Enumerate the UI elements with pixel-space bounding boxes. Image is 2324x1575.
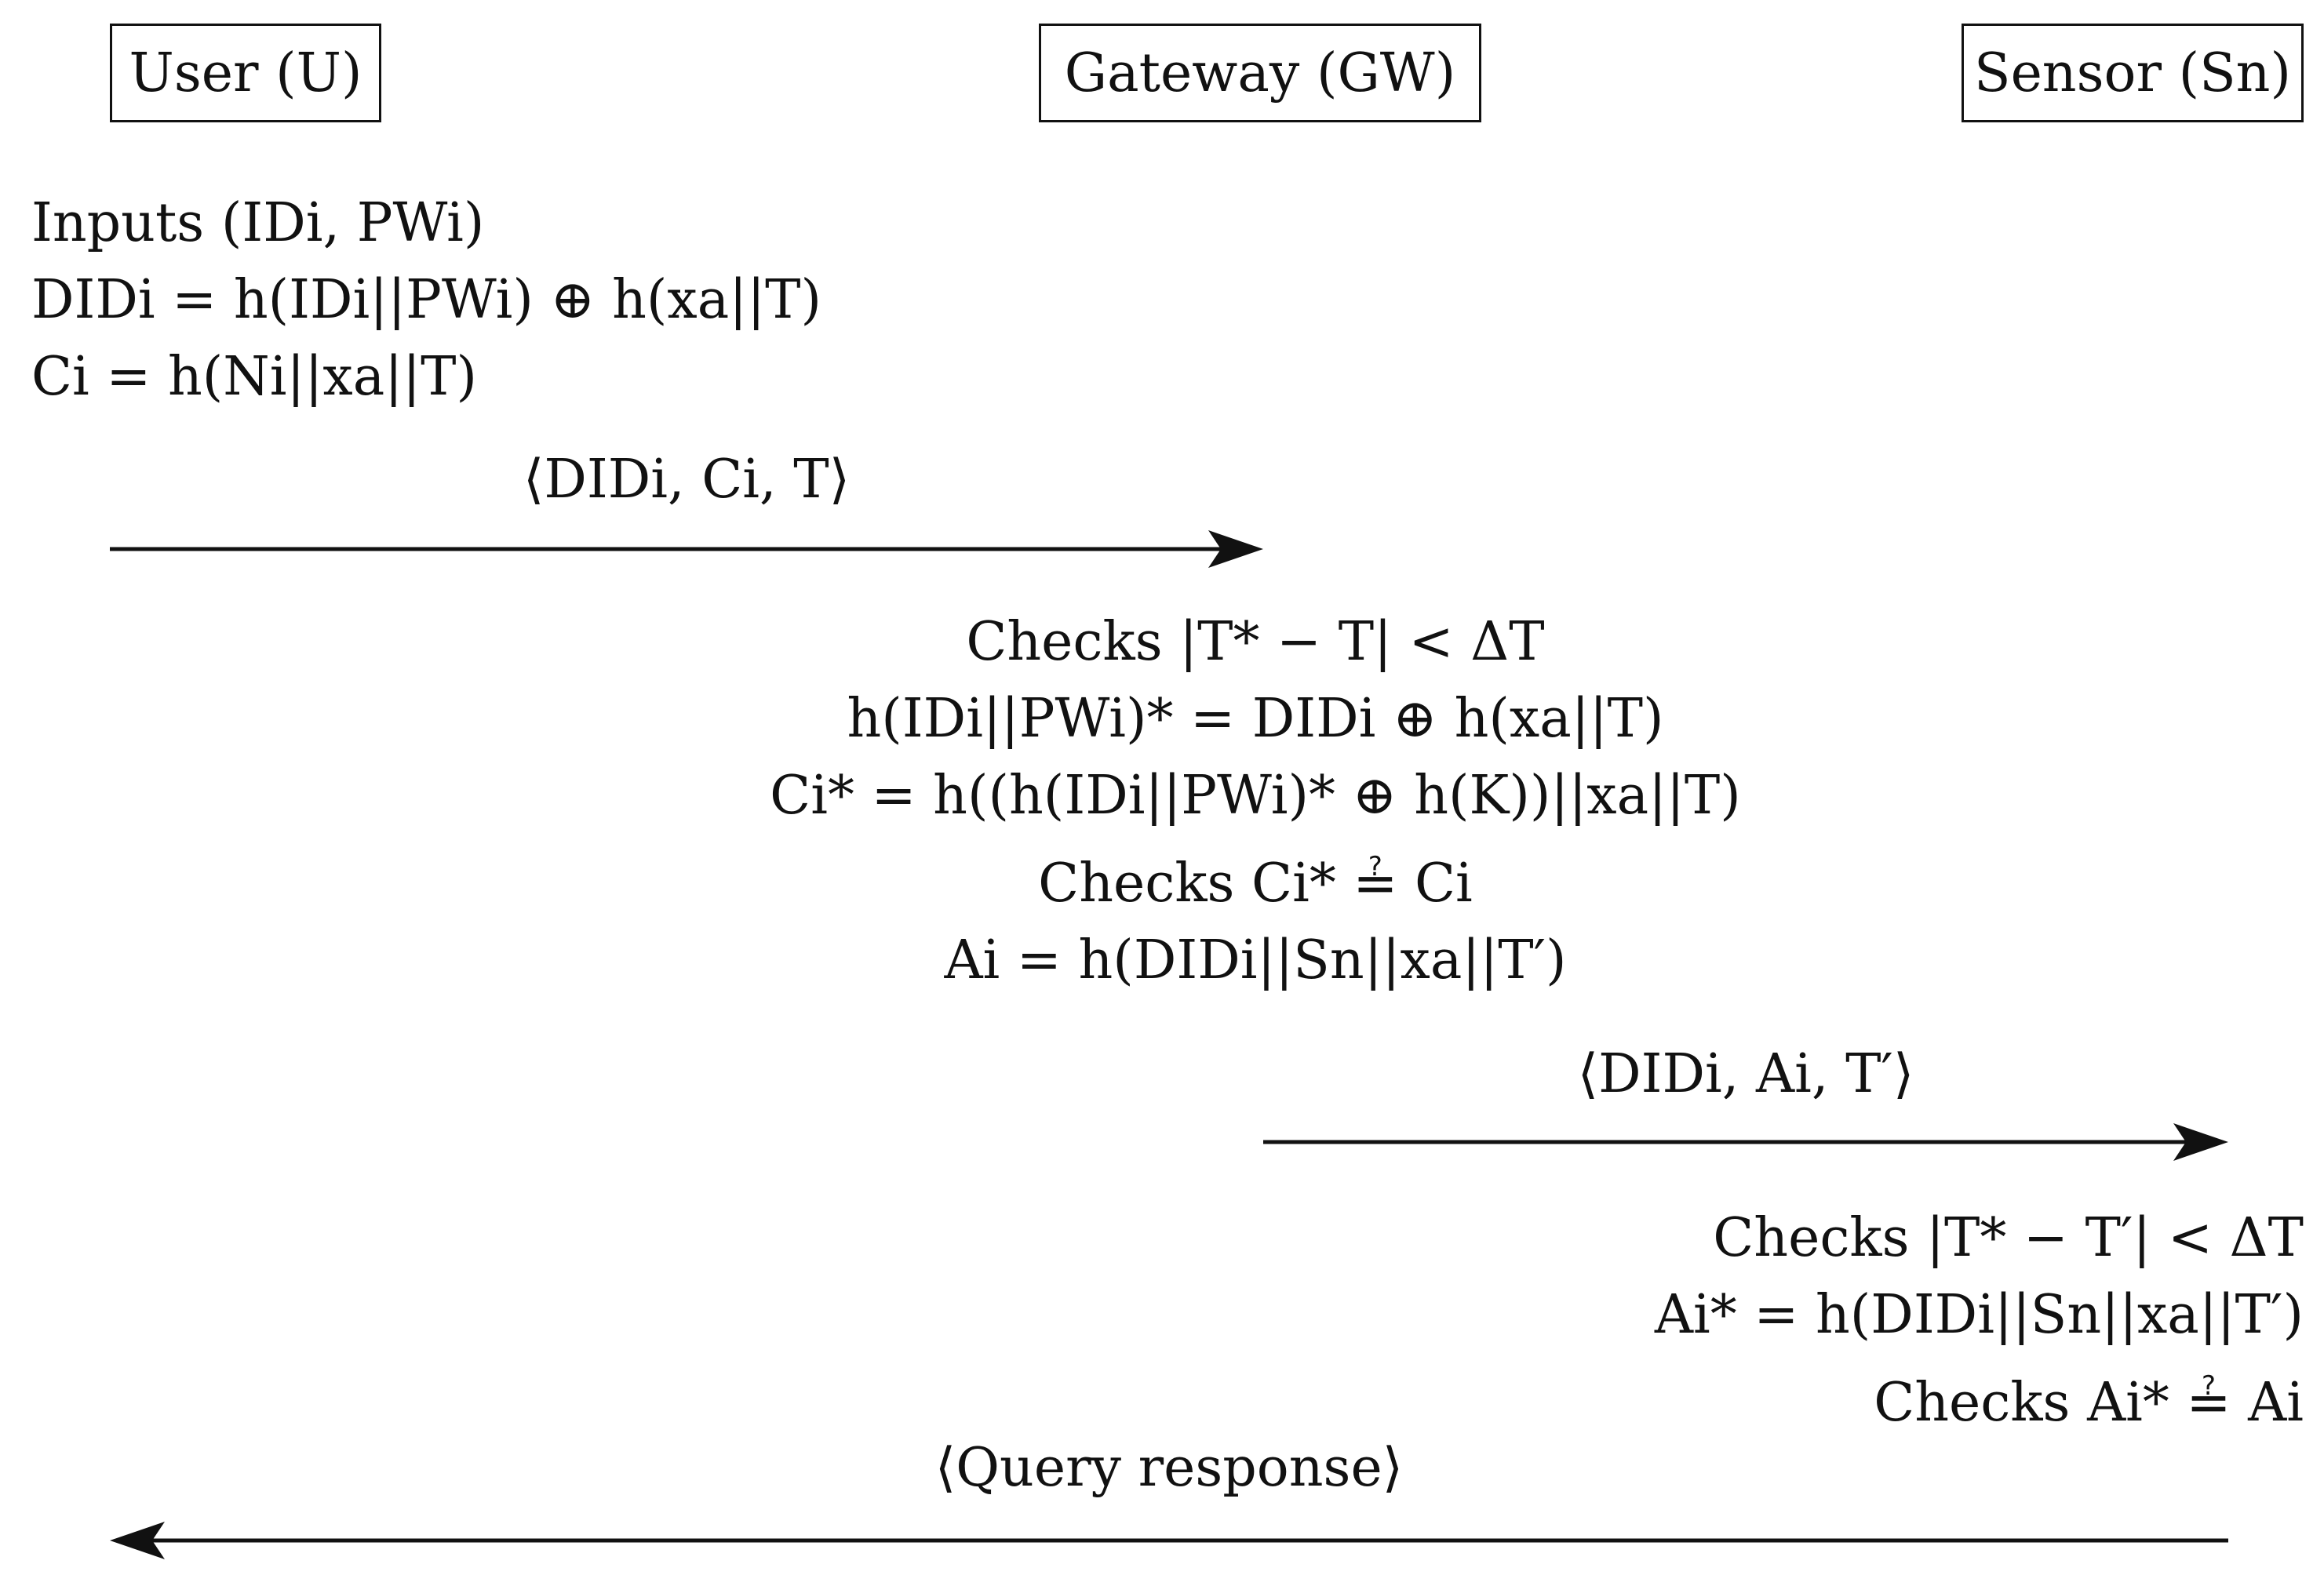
gateway-step-line: Checks |T* − T| < ΔT bbox=[966, 611, 1545, 673]
gateway-party-label: Gateway (GW) bbox=[1064, 42, 1456, 104]
user-step-line: DIDi = h(IDi||PWi) ⊕ h(xa||T) bbox=[31, 269, 821, 331]
user-party-box: User (U) bbox=[110, 24, 381, 122]
message-3-text: ⟨Query response⟩ bbox=[934, 1437, 1404, 1499]
message-2-text: ⟨DIDi, Ai, T′⟩ bbox=[1577, 1043, 1914, 1105]
user-step-line: Ci = h(Ni||xa||T) bbox=[31, 346, 477, 408]
arrow-gateway-to-sensor bbox=[1263, 1123, 2228, 1161]
gateway-step-line: Ai = h(DIDi||Sn||xa||T′) bbox=[944, 929, 1567, 991]
gateway-computation-block: Checks |T* − T| < ΔT h(IDi||PWi)* = DIDi… bbox=[628, 604, 1883, 999]
message-3-label: ⟨Query response⟩ bbox=[110, 1437, 2228, 1499]
user-party-label: User (U) bbox=[129, 42, 362, 104]
user-step-line: Inputs (IDi, PWi) bbox=[31, 192, 485, 254]
arrow-user-to-gateway bbox=[110, 530, 1263, 568]
gateway-step-line: h(IDi||PWi)* = DIDi ⊕ h(xa||T) bbox=[847, 688, 1664, 750]
sensor-computation-block: Checks |T* − T′| < ΔT Ai* = h(DIDi||Sn||… bbox=[1655, 1200, 2304, 1442]
message-1-text: ⟨DIDi, Ci, T⟩ bbox=[523, 449, 851, 511]
sensor-step-line: Checks |T* − T′| < ΔT bbox=[1713, 1207, 2304, 1269]
sensor-step-line: Ai* = h(DIDi||Sn||xa||T′) bbox=[1654, 1284, 2304, 1346]
sensor-party-box: Sensor (Sn) bbox=[1962, 24, 2304, 122]
user-computation-block: Inputs (IDi, PWi) DIDi = h(IDi||PWi) ⊕ h… bbox=[31, 185, 821, 416]
sensor-step-line: Checks Ai* ≟ Ai bbox=[1874, 1372, 2304, 1434]
gateway-party-box: Gateway (GW) bbox=[1039, 24, 1481, 122]
gateway-step-line: Ci* = h((h(IDi||PWi)* ⊕ h(K))||xa||T) bbox=[770, 765, 1741, 827]
message-2-label: ⟨DIDi, Ai, T′⟩ bbox=[1263, 1043, 2228, 1105]
gateway-step-line: Checks Ci* ≟ Ci bbox=[1038, 853, 1473, 915]
message-1-label: ⟨DIDi, Ci, T⟩ bbox=[110, 449, 1263, 511]
sensor-party-label: Sensor (Sn) bbox=[1973, 42, 2291, 104]
arrow-sensor-to-user bbox=[110, 1522, 2228, 1559]
